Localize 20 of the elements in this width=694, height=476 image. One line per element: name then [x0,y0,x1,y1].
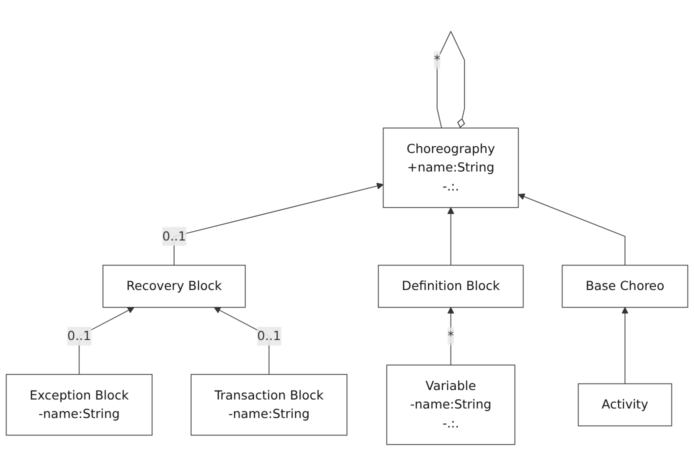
connector [436,30,465,128]
arrow [214,307,270,375]
node-box: Activity [578,383,672,426]
arrow [622,307,628,384]
arrow [78,307,134,375]
node-box: Recovery Block [102,264,246,308]
edge-label: * [434,52,440,68]
node-box: Definition Block [378,264,524,308]
edge-label: * [448,328,454,344]
node-box: Base Choreo [562,264,688,308]
node-box: Exception Block -name:String [6,374,153,436]
node-box: Choreography +name:String -.:. [382,128,519,208]
edge-label: 0..1 [162,228,186,244]
edge-label: 0..1 [67,328,92,344]
edge-label: 0..1 [257,328,281,344]
arrow [174,182,384,266]
arrow [447,207,454,266]
node-box: Variable -name:String -.:. [386,364,516,446]
node-box: Transaction Block -name:String [190,374,348,436]
arrow [518,194,626,266]
